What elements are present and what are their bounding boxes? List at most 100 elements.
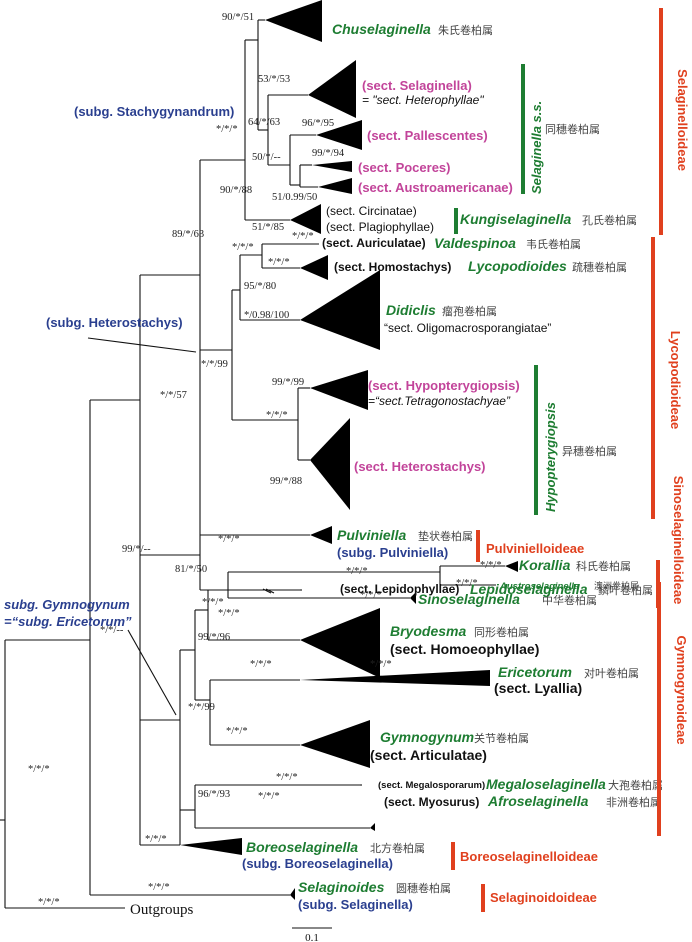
clade-pulviniella xyxy=(310,526,332,544)
section-alt-label: =“sect.Tetragonostachyae” xyxy=(368,394,511,408)
subfamily-selaginelloideae: Selaginelloideae xyxy=(675,69,690,171)
support-label: */*/* xyxy=(226,726,248,737)
support-label: 64/*/63 xyxy=(248,117,280,128)
tree-branches xyxy=(0,19,505,909)
section-alt-label: “sect. Oligomacrosporangiatae” xyxy=(384,321,551,335)
support-label: 96/*/93 xyxy=(198,789,230,800)
scale-bar: 0.1 xyxy=(292,927,332,942)
chinese-label: 大孢卷柏属 xyxy=(608,778,663,792)
support-label: */*/* xyxy=(218,608,240,619)
support-label: */*/* xyxy=(268,257,290,268)
scale-label: 0.1 xyxy=(305,932,319,942)
support-label: */*/* xyxy=(480,560,502,571)
support-label: 53/*/53 xyxy=(258,74,290,85)
support-label: */*/* xyxy=(346,566,368,577)
support-label: 99/*/99 xyxy=(272,377,304,388)
section-label: (sect. Auriculatae) xyxy=(322,236,426,250)
subgenus-stachygynandrum: (subg. Stachygynandrum) xyxy=(74,104,234,119)
support-label: 99/*/94 xyxy=(312,148,345,159)
subfamily-boreoselaginelloideae: Boreoselaginelloideae xyxy=(460,849,598,864)
clade-ericetorum xyxy=(300,670,490,686)
support-label: */*/* xyxy=(370,659,392,670)
section-label: (sect. Myosurus) xyxy=(384,795,479,809)
support-label: */*/* xyxy=(38,897,60,908)
support-label: */*/* xyxy=(360,590,382,601)
support-label: 99/*/96 xyxy=(198,632,230,643)
support-label: */*/99 xyxy=(188,702,215,713)
chinese-label: 澳洲卷柏属 xyxy=(594,580,639,592)
genus-label: Gymnogynum xyxy=(380,729,474,745)
genus-label: Boreoselaginella xyxy=(246,839,358,855)
section-label: (sect. Heterostachys) xyxy=(354,459,486,474)
genus-label: Austroselaginella xyxy=(499,581,579,592)
clade-gymnogynum xyxy=(300,720,370,768)
support-label: */*/* xyxy=(148,882,170,893)
clade-heterostachys xyxy=(310,418,350,510)
support-label: */*/* xyxy=(232,242,254,253)
subgenus-label: (subg. Boreoselaginella) xyxy=(242,856,393,871)
support-label: 96/*/95 xyxy=(302,118,334,129)
group-selaginella-ss: Selaginella s.s. xyxy=(529,101,544,194)
clade-sect-selaginella xyxy=(308,60,356,118)
section-label: (sect. Articulatae) xyxy=(370,747,487,763)
section-label: (sect. Selaginella) xyxy=(362,78,472,93)
support-label: */0.98/100 xyxy=(244,310,289,321)
support-label: 50/*/-- xyxy=(252,152,281,163)
chinese-label: 北方卷柏属 xyxy=(370,841,425,855)
chinese-label: 同形卷柏属 xyxy=(474,625,529,639)
genus-label: Lepidoselaginella xyxy=(470,581,588,597)
section-label: (sect. Pallescentes) xyxy=(367,128,488,143)
genus-label: Kungiselaginella xyxy=(460,211,571,227)
clade-homostachys xyxy=(300,255,328,280)
support-label: 81/*/50 xyxy=(175,564,207,575)
section-label: (sect. Hypopterygiopsis) xyxy=(368,378,520,393)
genus-label: Megaloselaginella xyxy=(486,776,606,792)
genus-label: Pulviniella xyxy=(337,527,406,543)
outgroups-label: Outgroups xyxy=(130,902,193,918)
genus-label: Chuselaginella xyxy=(332,21,431,37)
chinese-label: 孔氏卷柏属 xyxy=(582,213,637,227)
subfamily-selaginoidoideae: Selaginoidoideae xyxy=(490,890,597,905)
clade-selaginoides xyxy=(290,888,295,900)
support-label: */*/* xyxy=(218,534,240,545)
subfamily-pulvinielloideae: Pulvinielloideae xyxy=(486,541,584,556)
genus-label: Bryodesma xyxy=(390,623,466,639)
chinese-label: 疏穗卷柏属 xyxy=(572,260,627,274)
support-label: 90/*/88 xyxy=(220,185,252,196)
section-label: (sect. Megalosporarum) xyxy=(378,780,485,791)
section-label: (sect. Poceres) xyxy=(358,160,451,175)
support-label: */*/-- xyxy=(100,625,124,636)
support-label: */*/99 xyxy=(201,359,228,370)
support-label: */*/* xyxy=(258,791,280,802)
group-bars: Selaginella s.s. 同穗卷柏属 Hypopterygiopsis xyxy=(454,64,600,515)
subfamily-bars: Selaginelloideae Lycopodioideae Pulvinie… xyxy=(451,8,690,912)
subgenus-label: (subg. Selaginella) xyxy=(298,897,413,912)
group-hypopterygiopsis: Hypopterygiopsis xyxy=(543,402,558,512)
support-label: 51/0.99/50 xyxy=(272,192,317,203)
section-label: (sect. Austroamericanae) xyxy=(358,180,513,195)
clade-korallia xyxy=(505,561,518,572)
chinese-label: 科氏卷柏属 xyxy=(576,559,631,573)
chinese-label: 朱氏卷柏属 xyxy=(438,23,493,37)
subgenus-heterostachys: (subg. Heterostachys) xyxy=(46,315,183,330)
clade-didiclis xyxy=(300,270,380,350)
subfamily-sinoselaginelloideae: Sinoselaginelloideae xyxy=(671,476,686,605)
chinese-label: 韦氏卷柏属 xyxy=(526,237,581,251)
support-label: */*/* xyxy=(266,410,288,421)
subfamily-gymnogynoideae: Gymnogynoideae xyxy=(674,635,689,744)
support-label: */*/* xyxy=(292,231,314,242)
support-label: */*/57 xyxy=(160,390,187,401)
clade-austroamericanae xyxy=(318,178,352,194)
subgenus-annotations: (subg. Stachygynandrum) (subg. Heterosta… xyxy=(4,104,234,716)
support-label: 89/*/63 xyxy=(172,229,204,240)
section-label: (sect. Homostachys) xyxy=(334,260,451,274)
chinese-label: 中华卷柏属 xyxy=(542,593,597,607)
support-label: 99/*/-- xyxy=(122,544,151,555)
support-values: 90/*/51 53/*/53 96/*/95 99/*/94 64/*/63 … xyxy=(28,12,502,908)
genus-label: Selaginoides xyxy=(298,879,385,895)
section-label: (sect. Homoeophyllae) xyxy=(390,641,539,657)
subfamily-lycopodioideae: Lycopodioideae xyxy=(668,331,683,429)
section-label: (sect. Plagiophyllae) xyxy=(326,220,434,234)
